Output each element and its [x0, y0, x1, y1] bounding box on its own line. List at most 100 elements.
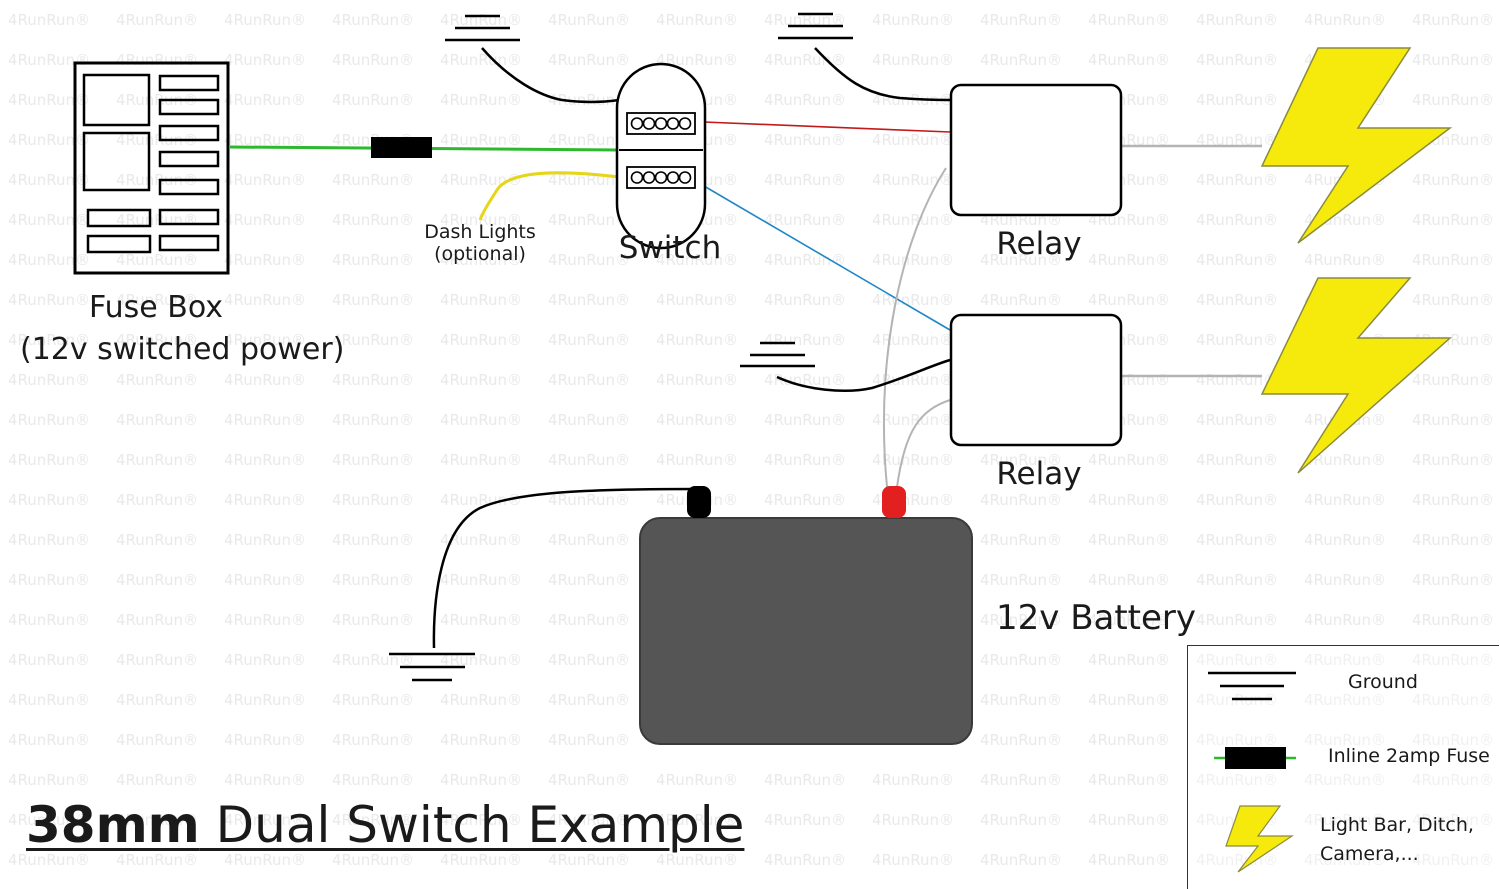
watermark-text: 4RunRun®: [548, 131, 630, 149]
watermark-text: 4RunRun®: [224, 531, 306, 549]
watermark-text: 4RunRun®: [440, 51, 522, 69]
watermark-text: 4RunRun®: [1088, 251, 1170, 269]
watermark-text: 4RunRun®: [1412, 811, 1494, 829]
inline-fuse-icon: [1225, 747, 1286, 769]
ground-wire-relay2: [776, 358, 951, 392]
watermark-text: 4RunRun®: [224, 51, 306, 69]
watermark-text: 4RunRun®: [116, 811, 198, 829]
watermark-text: 4RunRun®: [8, 571, 90, 589]
watermark-text: 4RunRun®: [1412, 171, 1494, 189]
watermark-text: 4RunRun®: [116, 691, 198, 709]
watermark-text: 4RunRun®: [8, 291, 90, 309]
watermark-text: 4RunRun®: [1304, 611, 1386, 629]
ground-wire-switch: [481, 47, 620, 104]
watermark-text: 4RunRun®: [548, 771, 630, 789]
watermark-text: 4RunRun®: [1412, 91, 1494, 109]
watermark-text: 4RunRun®: [548, 651, 630, 669]
title-bold: 38mm: [26, 796, 200, 854]
ground-icon: [778, 12, 853, 40]
watermark-text: 4RunRun®: [980, 611, 1062, 629]
watermark-text: 4RunRun®: [1304, 851, 1386, 869]
watermark-text: 4RunRun®: [1304, 691, 1386, 709]
watermark-text: 4RunRun®: [224, 411, 306, 429]
relay-icon: [949, 313, 1123, 447]
watermark-text: 4RunRun®: [872, 371, 954, 389]
battery-label: 12v Battery: [996, 598, 1197, 638]
watermark-text: 4RunRun®: [1412, 571, 1494, 589]
watermark-text: 4RunRun®: [8, 611, 90, 629]
watermark-text: 4RunRun®: [1088, 731, 1170, 749]
watermark-text: 4RunRun®: [224, 291, 306, 309]
watermark-text: 4RunRun®: [1196, 451, 1278, 469]
watermark-text: 4RunRun®: [1196, 411, 1278, 429]
watermark-text: 4RunRun®: [980, 451, 1062, 469]
watermark-text: 4RunRun®: [980, 291, 1062, 309]
watermark-text: 4RunRun®: [224, 691, 306, 709]
watermark-text: 4RunRun®: [656, 371, 738, 389]
watermark-text: 4RunRun®: [116, 651, 198, 669]
watermark-text: 4RunRun®: [224, 371, 306, 389]
watermark-text: 4RunRun®: [440, 91, 522, 109]
watermark-text: 4RunRun®: [1412, 371, 1494, 389]
watermark-text: 4RunRun®: [548, 851, 630, 869]
watermark-text: 4RunRun®: [548, 291, 630, 309]
watermark-text: 4RunRun®: [116, 91, 198, 109]
watermark-text: 4RunRun®: [764, 451, 846, 469]
watermark-text: 4RunRun®: [440, 331, 522, 349]
watermark-text: 4RunRun®: [1088, 691, 1170, 709]
watermark-text: 4RunRun®: [332, 51, 414, 69]
watermark-text: 4RunRun®: [440, 771, 522, 789]
watermark-text: 4RunRun®: [764, 251, 846, 269]
watermark-text: 4RunRun®: [116, 731, 198, 749]
watermark-text: 4RunRun®: [872, 51, 954, 69]
relay-bottom-label: Relay: [996, 456, 1082, 492]
watermark-text: 4RunRun®: [116, 851, 198, 869]
watermark-text: 4RunRun®: [8, 371, 90, 389]
watermark-text: 4RunRun®: [8, 51, 90, 69]
watermark-text: 4RunRun®: [1412, 491, 1494, 509]
watermark-text: 4RunRun®: [1412, 611, 1494, 629]
watermark-text: 4RunRun®: [1412, 211, 1494, 229]
watermark-text: 4RunRun®: [548, 251, 630, 269]
watermark-text: 4RunRun®: [116, 451, 198, 469]
watermark-text: 4RunRun®: [764, 411, 846, 429]
watermark-text: 4RunRun®: [1196, 91, 1278, 109]
fuse-box-icon: [73, 61, 230, 275]
watermark-text: 4RunRun®: [764, 851, 846, 869]
watermark-text: 4RunRun®: [1304, 251, 1386, 269]
blue-wire: [703, 185, 951, 331]
watermark-text: 4RunRun®: [656, 51, 738, 69]
ground-wire-relay1: [814, 47, 951, 102]
watermark-text: 4RunRun®: [1196, 211, 1278, 229]
yellow-dash-wire: [478, 171, 620, 221]
watermark-text: 4RunRun®: [764, 811, 846, 829]
watermark-text: 4RunRun®: [224, 251, 306, 269]
watermark-text: 4RunRun®: [116, 251, 198, 269]
watermark-text: 4RunRun®: [332, 411, 414, 429]
watermark-text: 4RunRun®: [548, 411, 630, 429]
watermark-text: 4RunRun®: [440, 851, 522, 869]
watermark-text: 4RunRun®: [224, 11, 306, 29]
watermark-text: 4RunRun®: [440, 571, 522, 589]
watermark-text: 4RunRun®: [1196, 171, 1278, 189]
watermark-text: 4RunRun®: [1412, 251, 1494, 269]
watermark-text: 4RunRun®: [116, 371, 198, 389]
watermark-text: 4RunRun®: [872, 811, 954, 829]
watermark-text: 4RunRun®: [656, 251, 738, 269]
watermark-text: 4RunRun®: [872, 171, 954, 189]
lightning-bolt-icon: [1225, 805, 1294, 873]
watermark-text: 4RunRun®: [1412, 451, 1494, 469]
watermark-text: 4RunRun®: [332, 371, 414, 389]
watermark-text: 4RunRun®: [224, 771, 306, 789]
watermark-text: 4RunRun®: [548, 51, 630, 69]
watermark-text: 4RunRun®: [548, 731, 630, 749]
watermark-text: 4RunRun®: [116, 531, 198, 549]
watermark-text: 4RunRun®: [116, 131, 198, 149]
watermark-text: 4RunRun®: [440, 371, 522, 389]
watermark-text: 4RunRun®: [8, 491, 90, 509]
watermark-text: 4RunRun®: [1304, 651, 1386, 669]
watermark-text: 4RunRun®: [764, 131, 846, 149]
watermark-text: 4RunRun®: [332, 171, 414, 189]
watermark-text: 4RunRun®: [1304, 11, 1386, 29]
watermark-text: 4RunRun®: [980, 51, 1062, 69]
